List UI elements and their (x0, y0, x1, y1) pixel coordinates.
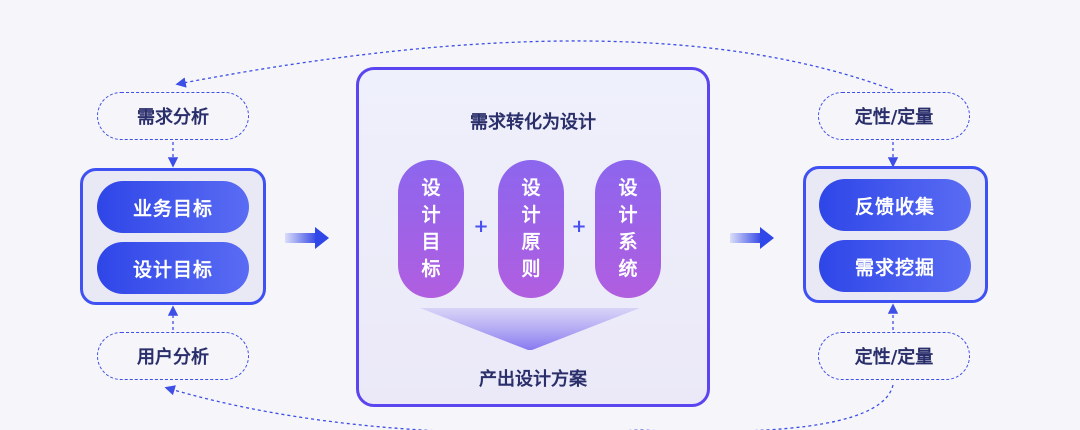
right-arrow-icon (285, 227, 331, 249)
capsule-design-system: 设计系统 (595, 160, 661, 298)
plus-icon: + (473, 216, 489, 237)
right-feedback-panel: 反馈收集 需求挖掘 (803, 166, 988, 303)
qualitative-quantitative-top-label: 定性/定量 (818, 92, 970, 140)
capsule-design-system-label: 设计系统 (618, 177, 638, 280)
capsule-design-goal: 设计目标 (398, 160, 464, 298)
capsule-design-principle: 设计原则 (498, 160, 564, 298)
top-loop-arrow (175, 40, 894, 91)
qualitative-quantitative-bottom-label: 定性/定量 (818, 332, 970, 380)
capsule-design-goal-label: 设计目标 (421, 177, 441, 280)
capsule-design-principle-label: 设计原则 (521, 177, 541, 280)
plus-icon: + (571, 216, 587, 237)
design-goal-button[interactable]: 设计目标 (97, 242, 249, 294)
right-arrow-icon (730, 227, 776, 249)
bottom-loop-arrow (164, 384, 894, 430)
funnel-icon (420, 308, 640, 350)
center-title: 需求转化为设计 (470, 112, 596, 133)
demand-analysis-label: 需求分析 (97, 92, 249, 140)
output-design-plan: 产出设计方案 (479, 369, 587, 390)
demand-mining-button[interactable]: 需求挖掘 (819, 240, 971, 292)
business-goal-button[interactable]: 业务目标 (97, 181, 249, 233)
feedback-collection-button[interactable]: 反馈收集 (819, 179, 971, 231)
left-goals-panel: 业务目标 设计目标 (80, 168, 266, 305)
user-analysis-label: 用户分析 (97, 332, 249, 380)
